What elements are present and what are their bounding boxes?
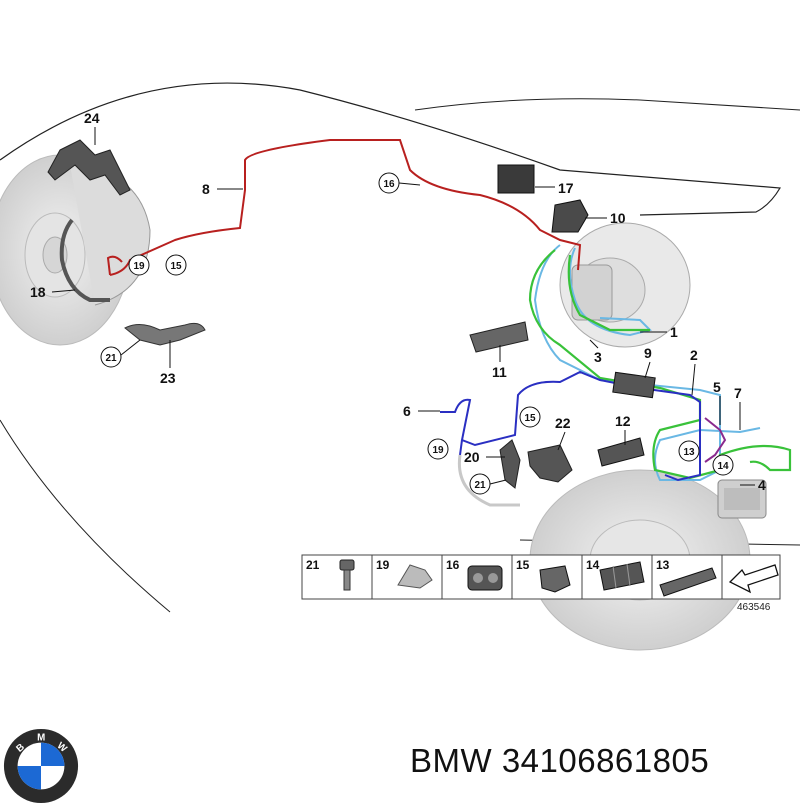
legend-num-21: 21 (306, 558, 320, 572)
holder-17 (497, 164, 535, 194)
bracket-22 (527, 444, 573, 483)
label-22: 22 (555, 415, 571, 431)
svg-text:15: 15 (170, 261, 182, 272)
circled-15-left: 15 (165, 254, 187, 276)
holder-12 (597, 437, 645, 467)
svg-text:19: 19 (432, 445, 444, 456)
label-7: 7 (734, 385, 742, 401)
label-1: 1 (670, 324, 678, 340)
svg-text:16: 16 (383, 179, 395, 190)
bolt-icon (339, 559, 355, 591)
brake-line-red-2 (106, 255, 123, 276)
legend-num-14: 14 (586, 558, 600, 572)
svg-text:21: 21 (105, 353, 117, 364)
label-24: 24 (84, 110, 100, 126)
svg-text:15: 15 (524, 413, 536, 424)
diagram-reference-number: 463546 (737, 602, 771, 613)
logo-letter-m: M (37, 733, 45, 744)
holder-11 (469, 321, 529, 353)
svg-text:14: 14 (717, 461, 729, 472)
legend-num-19: 19 (376, 558, 390, 572)
circled-15-right: 15 (519, 406, 541, 428)
label-4: 4 (758, 477, 766, 493)
triple-holder-icon (599, 561, 645, 591)
left-brake-disc (0, 154, 151, 346)
svg-text:19: 19 (133, 261, 145, 272)
caliper-hose (59, 218, 110, 302)
front-hose-light (457, 454, 520, 507)
brake-line-light-blue (533, 244, 761, 481)
multi-holder-icon (659, 567, 717, 597)
legend-num-16: 16 (446, 558, 460, 572)
hood-outline (414, 98, 800, 111)
car-body-outline (0, 82, 782, 216)
circled-13: 13 (678, 440, 700, 462)
arrow-icon (728, 564, 779, 594)
label-23: 23 (160, 370, 176, 386)
label-3: 3 (594, 349, 602, 365)
abs-unit (717, 479, 767, 519)
circled-21-right: 21 (469, 473, 491, 495)
label-20: 20 (464, 449, 480, 465)
brake-line-purple (704, 417, 727, 463)
circled-14: 14 (712, 454, 734, 476)
single-holder-icon (539, 565, 571, 593)
brake-booster (559, 222, 691, 348)
circled-16: 16 (378, 172, 400, 194)
holder-10 (551, 199, 589, 233)
label-8: 8 (202, 181, 210, 197)
label-9: 9 (644, 345, 652, 361)
brake-line-blue-2 (459, 439, 463, 456)
bracket-24 (47, 139, 131, 196)
circled-19-right: 19 (427, 438, 449, 460)
legend-num-15: 15 (516, 558, 530, 572)
label-11: 11 (492, 364, 507, 380)
brand-part-number: BMW 34106861805 (410, 742, 710, 779)
brake-line-green-2 (567, 254, 650, 332)
label-10: 10 (610, 210, 626, 226)
brake-line-light-blue-2 (569, 247, 652, 337)
double-holder-icon (467, 565, 503, 591)
holder-9 (612, 371, 656, 399)
circled-19-left: 19 (128, 254, 150, 276)
label-12: 12 (615, 413, 631, 429)
bracket-23 (124, 322, 206, 346)
bracket-20 (499, 439, 521, 489)
label-18: 18 (30, 284, 46, 300)
label-5: 5 (713, 379, 721, 395)
svg-text:21: 21 (474, 480, 486, 491)
label-6: 6 (403, 403, 411, 419)
label-2: 2 (690, 347, 698, 363)
circled-21-left: 21 (100, 346, 122, 368)
brake-line-red (109, 139, 582, 276)
legend-num-13: 13 (656, 558, 670, 572)
bmw-logo: B M W (3, 728, 79, 804)
clip-icon (397, 564, 433, 589)
svg-text:13: 13 (683, 447, 695, 458)
parts-legend: 21 19 16 15 14 13 4635 (301, 554, 781, 613)
label-17: 17 (558, 180, 574, 196)
brake-line-green (528, 249, 792, 480)
